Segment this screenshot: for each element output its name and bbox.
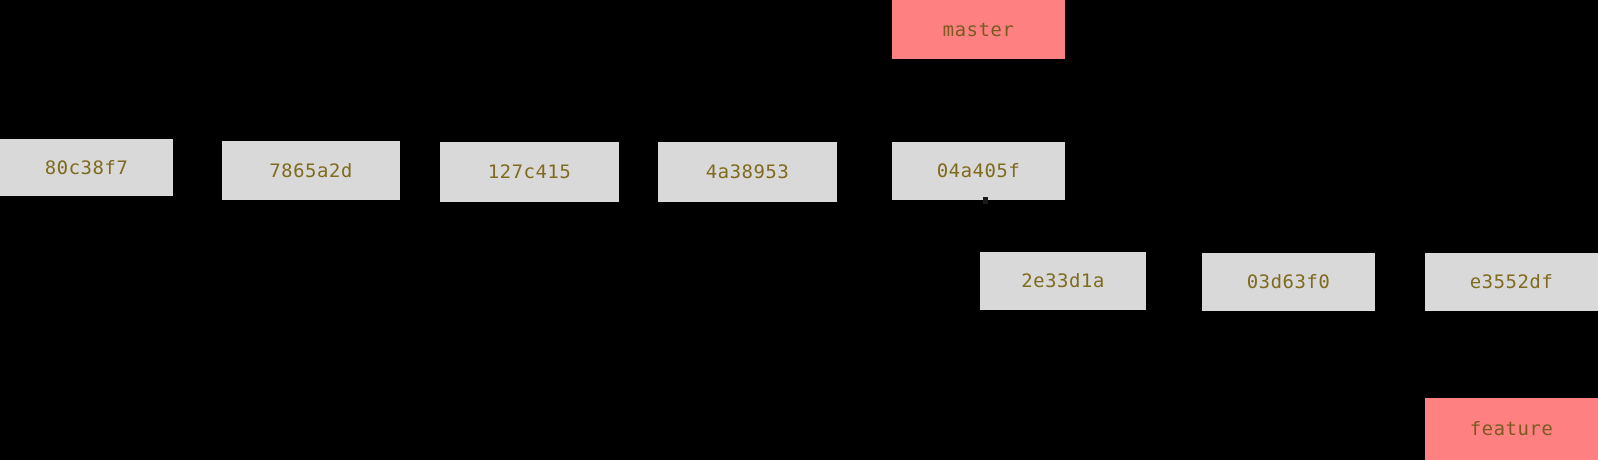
commit-node-4a38953[interactable]: 4a38953 [658,142,837,202]
commit-node-80c38f7[interactable]: 80c38f7 [0,139,173,196]
commit-node-2e33d1a[interactable]: 2e33d1a [980,252,1146,310]
branch-label-feature[interactable]: feature [1425,398,1598,460]
commit-node-04a405f[interactable]: 04a405f [892,142,1065,200]
master-to-feature-fork-stub [983,197,988,204]
commit-node-7865a2d[interactable]: 7865a2d [222,141,400,200]
commit-node-127c415[interactable]: 127c415 [440,142,619,202]
commit-node-03d63f0[interactable]: 03d63f0 [1202,253,1375,311]
commit-node-e3552df[interactable]: e3552df [1425,253,1598,311]
branch-label-master[interactable]: master [892,0,1065,59]
